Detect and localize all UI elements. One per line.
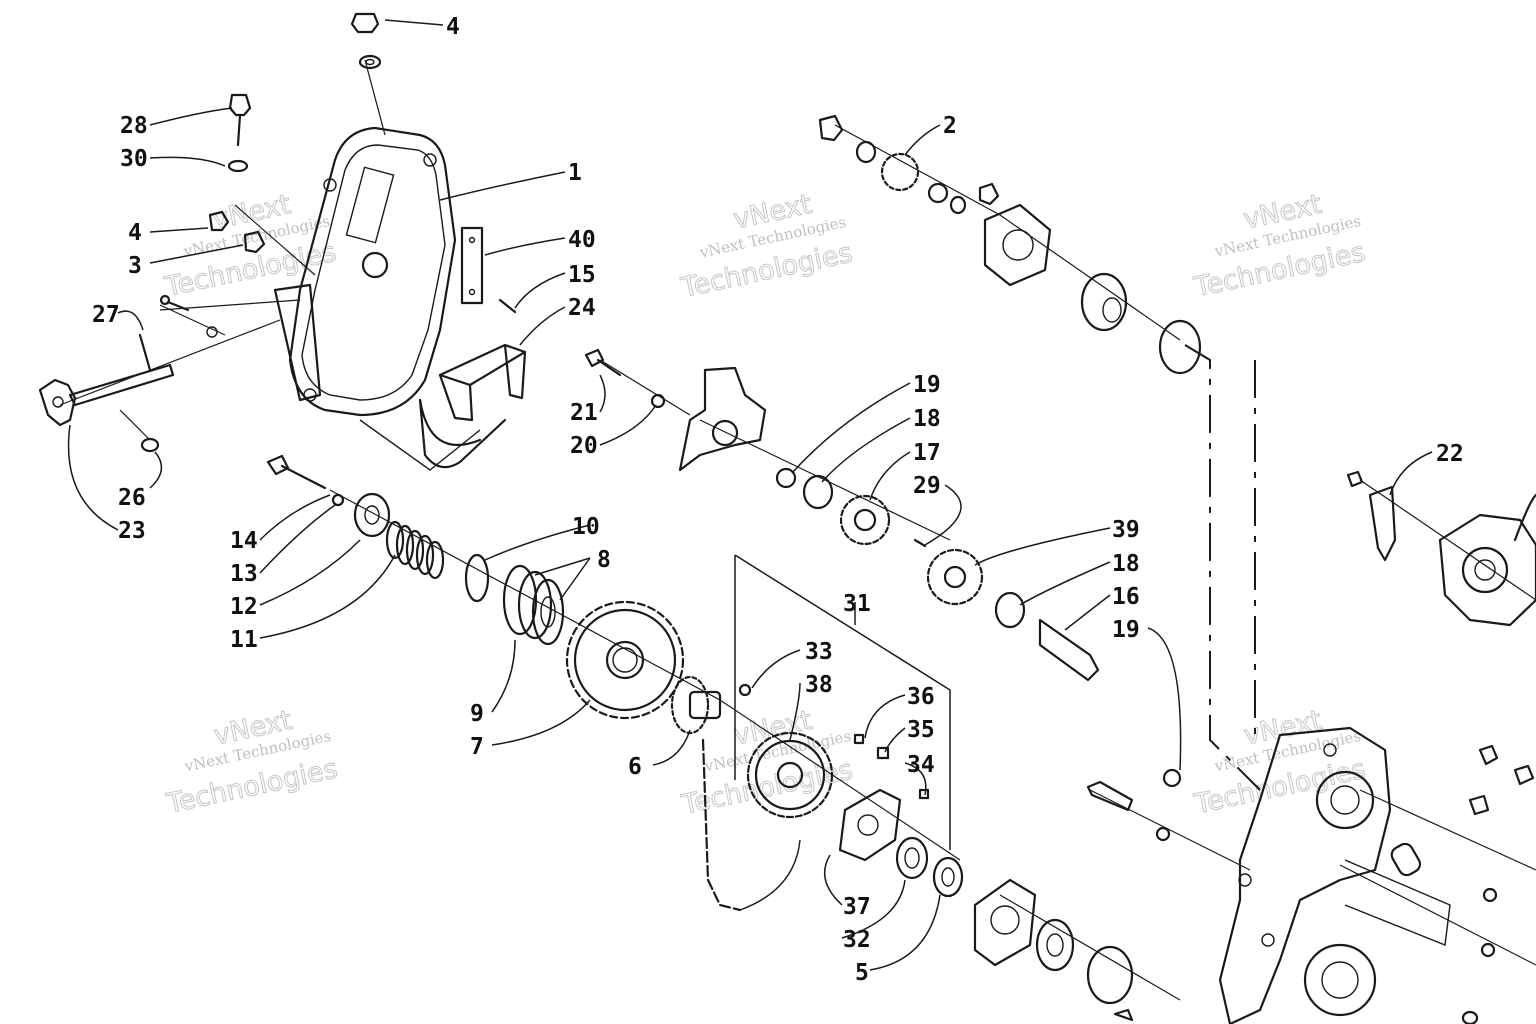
callout-23: 24 (568, 295, 596, 321)
bearing-32 (895, 836, 929, 880)
callout-14: 14 (230, 528, 258, 554)
bearing-washer-stack (502, 564, 565, 646)
callout-1: 1 (568, 160, 582, 186)
bearing-lower (1035, 918, 1075, 972)
spring-cup (353, 492, 391, 538)
leader-lines (67, 19, 1433, 971)
washer-19-lower (1162, 768, 1182, 788)
callout-22: 22 (1436, 441, 1464, 467)
callout-17: 17 (913, 440, 941, 466)
washer-19-upper (775, 467, 797, 489)
callout-2: 2 (943, 113, 957, 139)
callout-40: 40 (568, 227, 596, 253)
washer-5 (932, 856, 964, 898)
spacer-16 (1038, 618, 1100, 682)
watermark-top-right: vNext vNext Technologies Technologies (1190, 188, 1368, 304)
upper-right-housing (1346, 470, 1536, 627)
callout-35: 35 (907, 717, 935, 743)
callout-21: 21 (570, 400, 598, 426)
callout-30: 30 (120, 146, 148, 172)
drain-plug-top (350, 12, 382, 70)
brake-lever-shaft (38, 294, 218, 453)
callout-18-upper: 18 (913, 406, 941, 432)
chaincase-housing-right (1218, 726, 1451, 1024)
callout-19-upper: 19 (913, 372, 941, 398)
watermark-bottom-center: vNext vNext Technologies Technologies (678, 704, 856, 821)
callout-39: 39 (1112, 517, 1140, 543)
watermark-top-center: vNext vNext Technologies Technologies (677, 188, 855, 304)
assembly-axes (59, 59, 1536, 1001)
callout-24: 23 (118, 518, 146, 544)
drive-chain (701, 738, 801, 912)
callout-32: 32 (843, 927, 871, 953)
pin-29 (913, 538, 927, 548)
spring (385, 520, 445, 580)
callout-38: 38 (805, 672, 833, 698)
o-ring-lower (1086, 945, 1134, 1005)
bracket-37 (838, 788, 902, 862)
callout-3: 3 (128, 253, 142, 279)
callout-5: 5 (855, 960, 869, 986)
callout-36: 36 (907, 684, 935, 710)
callout-labels: 4 28 30 1 4 3 40 15 24 27 26 23 2 21 20 … (92, 14, 1464, 986)
callout-13: 13 (230, 561, 258, 587)
callout-7: 7 (470, 734, 484, 760)
frame-bracket (678, 366, 767, 472)
callout-29: 29 (913, 473, 941, 499)
callout-20: 20 (570, 433, 598, 459)
right-edge-hardware (1086, 744, 1535, 1024)
small-fasteners-lower (738, 683, 930, 800)
callout-4-left: 4 (128, 220, 142, 246)
vent-nut-assembly (208, 210, 266, 254)
callout-27: 27 (92, 302, 120, 328)
watermark-bottom-left: vNext vNext Technologies Technologies (163, 704, 341, 820)
brake-cable (418, 398, 507, 469)
callout-26: 26 (118, 485, 146, 511)
callout-4-top: 4 (446, 14, 460, 40)
callout-10: 10 (572, 514, 600, 540)
callout-11: 11 (230, 627, 258, 653)
callout-12: 12 (230, 594, 258, 620)
callout-15: 15 (568, 262, 596, 288)
callout-8: 8 (597, 547, 611, 573)
callout-33: 33 (805, 639, 833, 665)
callout-9: 9 (470, 701, 484, 727)
brake-bracket (438, 343, 527, 422)
callout-34: 34 (907, 752, 935, 778)
callout-6: 6 (628, 754, 642, 780)
bolt-21 (584, 348, 666, 409)
drive-gear-small (670, 675, 722, 735)
bearing-18-lower (994, 591, 1026, 629)
sprocket-38 (746, 731, 834, 819)
callout-28: 28 (120, 113, 148, 139)
bearing-18-upper (802, 474, 834, 510)
callout-16: 16 (1112, 584, 1140, 610)
chaincase-cover (273, 126, 482, 447)
flange-plate-lower (973, 878, 1037, 967)
callout-18-lower: 18 (1112, 551, 1140, 577)
dipstick (227, 93, 252, 173)
callout-31: 31 (843, 591, 871, 617)
sprocket-39 (926, 548, 984, 606)
sprocket-17 (839, 494, 891, 546)
driven-sprocket-large (565, 600, 685, 720)
upper-shaft-parts (818, 114, 1202, 375)
watermark-bottom-right: vNext vNext Technologies Technologies (1191, 704, 1369, 821)
adjuster-bolt (266, 454, 345, 507)
shim-plate (460, 226, 517, 314)
callout-37: 37 (843, 894, 871, 920)
bracket-31-line2 (734, 554, 951, 850)
callout-19-lower: 19 (1112, 617, 1140, 643)
snap-ring (464, 553, 490, 603)
